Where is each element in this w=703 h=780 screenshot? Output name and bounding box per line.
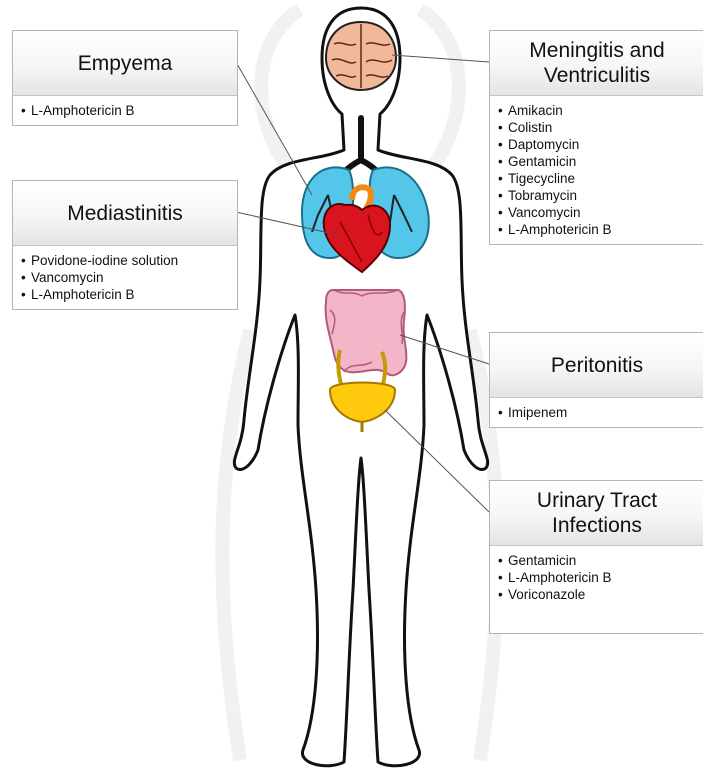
list-item: L-Amphotericin B [21, 286, 231, 303]
peritonitis-title: Peritonitis [490, 333, 703, 398]
meningitis-drug-list: Amikacin Colistin Daptomycin Gentamicin … [490, 96, 703, 244]
meningitis-title-line-2: Ventriculitis [529, 63, 664, 88]
empyema-drug-list: L-Amphotericin B [13, 96, 237, 125]
peritonitis-box: Peritonitis Imipenem [489, 332, 703, 428]
uti-title: Urinary Tract Infections [490, 481, 703, 546]
connector-meningitis [392, 55, 489, 62]
peritonitis-drug-list: Imipenem [490, 398, 703, 427]
list-item: Povidone-iodine solution [21, 252, 231, 269]
list-item: Amikacin [498, 102, 698, 119]
list-item: Tigecycline [498, 170, 698, 187]
empyema-title-text: Empyema [78, 51, 173, 76]
mediastinitis-title: Mediastinitis [13, 181, 237, 246]
empyema-title: Empyema [13, 31, 237, 96]
list-item: Voriconazole [498, 586, 698, 603]
list-item: Vancomycin [21, 269, 231, 286]
list-item: Gentamicin [498, 552, 698, 569]
uti-drug-list: Gentamicin L-Amphotericin B Voriconazole [490, 546, 703, 609]
list-item: Daptomycin [498, 136, 698, 153]
meningitis-box: Meningitis and Ventriculitis Amikacin Co… [489, 30, 703, 245]
list-item: Tobramycin [498, 187, 698, 204]
uti-title-line-2: Infections [537, 513, 657, 538]
uti-title-line-1: Urinary Tract [537, 488, 657, 513]
list-item: L-Amphotericin B [498, 221, 698, 238]
list-item: L-Amphotericin B [498, 569, 698, 586]
brain-icon [326, 22, 396, 90]
mediastinitis-title-text: Mediastinitis [67, 201, 183, 226]
empyema-box: Empyema L-Amphotericin B [12, 30, 238, 126]
uti-box: Urinary Tract Infections Gentamicin L-Am… [489, 480, 703, 634]
meningitis-title: Meningitis and Ventriculitis [490, 31, 703, 96]
peritonitis-title-text: Peritonitis [551, 353, 643, 378]
list-item: Imipenem [498, 404, 698, 421]
list-item: L-Amphotericin B [21, 102, 231, 119]
mediastinitis-box: Mediastinitis Povidone-iodine solution V… [12, 180, 238, 310]
list-item: Gentamicin [498, 153, 698, 170]
meningitis-title-line-1: Meningitis and [529, 38, 664, 63]
list-item: Vancomycin [498, 204, 698, 221]
list-item: Colistin [498, 119, 698, 136]
mediastinitis-drug-list: Povidone-iodine solution Vancomycin L-Am… [13, 246, 237, 309]
